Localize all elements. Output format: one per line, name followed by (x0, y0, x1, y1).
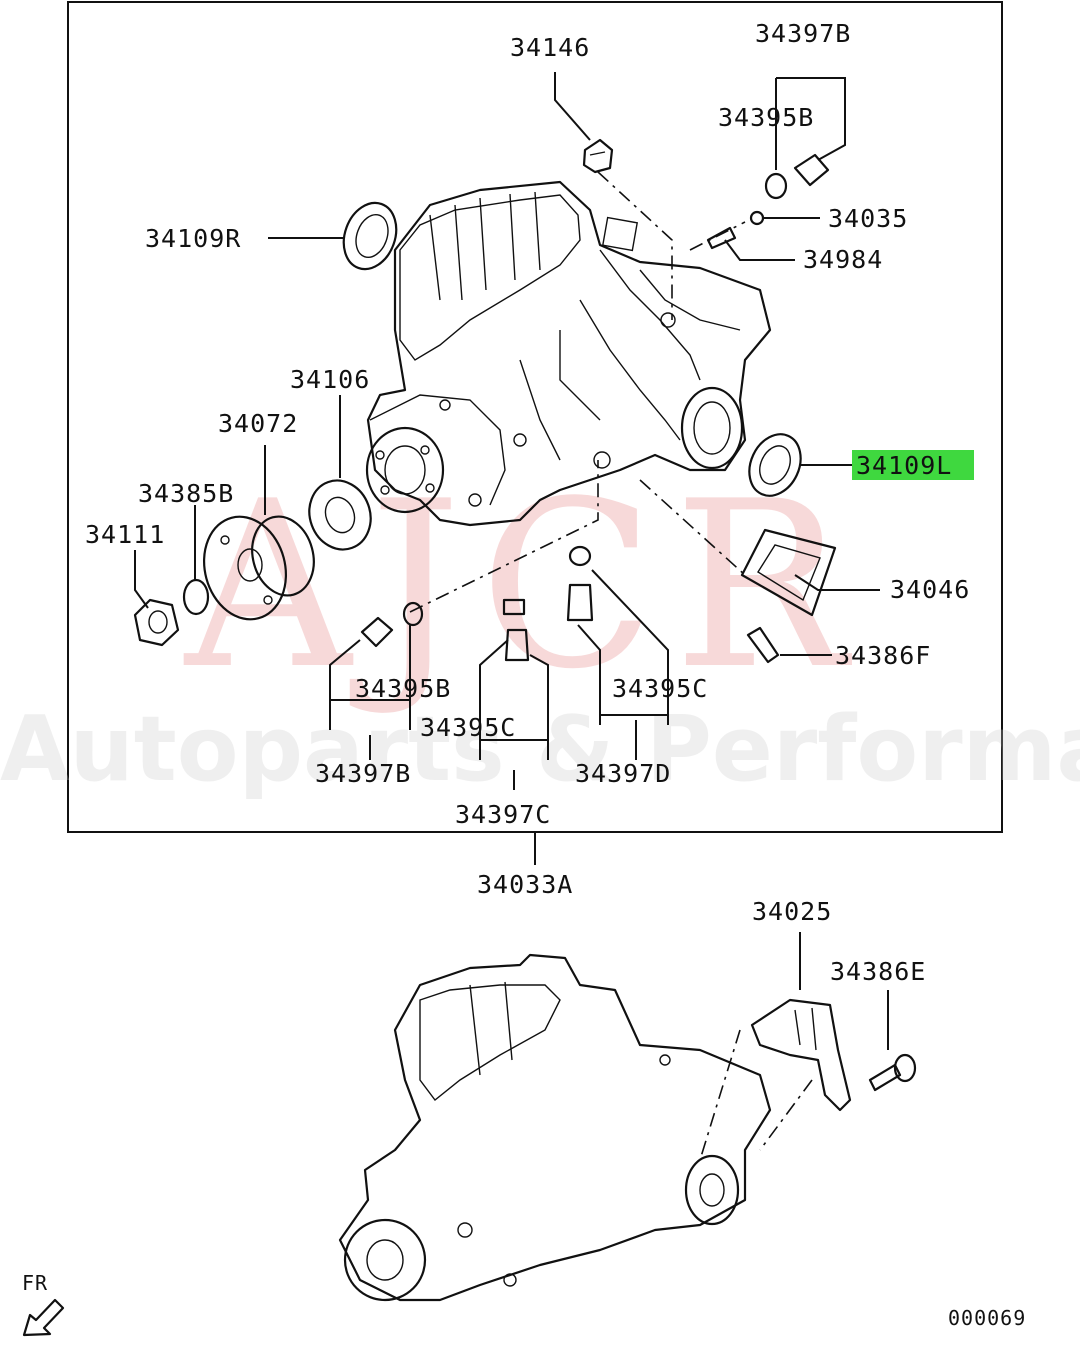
label-34397D: 34397D (575, 759, 671, 788)
label-34109L: 34109L (856, 451, 952, 480)
label-34397B-top: 34397B (755, 19, 851, 48)
label-34035: 34035 (828, 204, 908, 233)
label-34146: 34146 (510, 33, 590, 62)
label-34385B: 34385B (138, 479, 234, 508)
label-34397B-bottom: 34397B (315, 759, 411, 788)
alignment-lines (409, 171, 813, 1161)
watermark-brand: AJCR (183, 453, 864, 720)
part-labels: 34146 34397B 34395B 34035 34984 34109R 3… (85, 19, 970, 986)
plug-34397C (502, 598, 530, 662)
label-34106: 34106 (290, 365, 370, 394)
oil-seal-34109R (342, 201, 398, 271)
label-34395C-right: 34395C (612, 674, 708, 703)
plug-34146 (582, 138, 614, 174)
highlight-34109L (852, 450, 974, 480)
bolt-34386E (868, 1053, 917, 1092)
oil-seal-34109L (748, 433, 802, 497)
flange-34072 (202, 515, 315, 621)
front-arrow-icon (22, 1298, 65, 1337)
plug-34397B-bottom (360, 601, 424, 648)
breather-34397B-top (706, 153, 830, 250)
seal-34106 (308, 479, 372, 551)
diagram-code: 000069 (948, 1306, 1026, 1330)
bracket-34025 (750, 998, 852, 1112)
front-label: FR (22, 1271, 48, 1295)
differential-carrier-exploded (365, 180, 772, 527)
label-34395B-top: 34395B (718, 103, 814, 132)
label-34046: 34046 (890, 575, 970, 604)
gasket-34046 (740, 528, 837, 617)
front-direction-indicator: FR (22, 1271, 65, 1337)
label-34111: 34111 (85, 520, 165, 549)
watermark-tagline: Autoparts & Performance (0, 697, 1080, 802)
label-34386E: 34386E (830, 957, 926, 986)
leader-lines (134, 72, 889, 1050)
bolt-34386F (746, 626, 780, 664)
label-34984: 34984 (803, 245, 883, 274)
label-34386F: 34386F (835, 641, 931, 670)
watermark: AJCR Autoparts & Performance (0, 453, 1080, 802)
label-34395B-bottom: 34395B (355, 674, 451, 703)
differential-installed-view (338, 953, 772, 1302)
plug-34397D (566, 545, 594, 622)
label-34109R: 34109R (145, 224, 241, 253)
label-34025: 34025 (752, 897, 832, 926)
label-34395C-mid: 34395C (420, 713, 516, 742)
label-34397C: 34397C (455, 800, 551, 829)
label-34033A: 34033A (477, 870, 573, 899)
nut-34111 (133, 598, 180, 647)
label-34072: 34072 (218, 409, 298, 438)
